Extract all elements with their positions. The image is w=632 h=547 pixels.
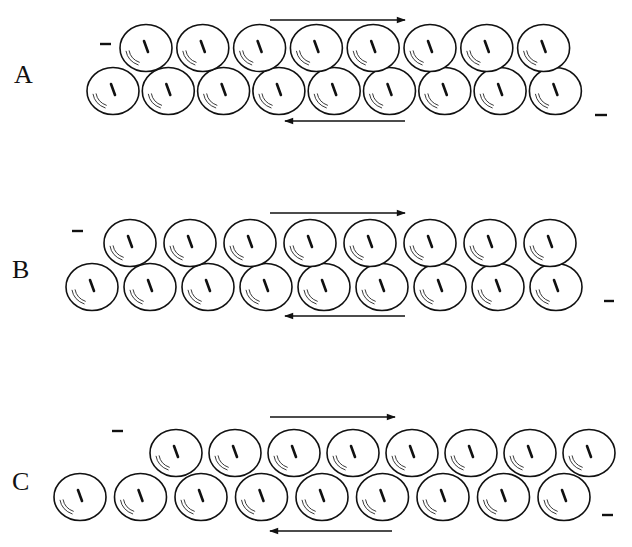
sphere (504, 430, 556, 477)
sphere (461, 25, 513, 72)
sphere (472, 264, 524, 311)
panel-letter: B (12, 257, 29, 283)
sphere (120, 25, 172, 72)
sphere-panel (66, 213, 614, 316)
end-dash (112, 430, 123, 432)
sphere (290, 25, 342, 72)
shear-arrow (285, 120, 405, 121)
sphere (356, 264, 408, 311)
sphere (296, 474, 348, 521)
sphere (175, 474, 227, 521)
sphere (357, 474, 409, 521)
sphere (87, 68, 139, 115)
sphere (209, 430, 261, 477)
sphere (182, 264, 234, 311)
sphere (563, 430, 615, 477)
shear-arrow (270, 530, 392, 531)
sphere (464, 220, 516, 267)
shear-arrow (285, 315, 405, 316)
sphere (115, 474, 167, 521)
end-dash (604, 300, 614, 302)
sphere (284, 220, 336, 267)
sphere (529, 68, 581, 115)
sphere (419, 68, 471, 115)
end-dash (595, 114, 607, 116)
sphere (327, 430, 379, 477)
sphere (404, 220, 456, 267)
sphere (66, 264, 118, 311)
end-dash (100, 43, 111, 45)
sphere-panel (87, 20, 607, 121)
sphere (142, 68, 194, 115)
sphere (538, 474, 590, 521)
sphere (268, 430, 320, 477)
sphere (478, 474, 530, 521)
sphere (414, 264, 466, 311)
sphere (347, 25, 399, 72)
sphere (524, 220, 576, 267)
sphere (177, 25, 229, 72)
sphere (386, 430, 438, 477)
sphere (530, 264, 582, 311)
sphere (445, 430, 497, 477)
shear-arrow (270, 19, 405, 20)
sphere (308, 68, 360, 115)
sphere (198, 68, 250, 115)
end-dash (72, 230, 83, 232)
panel-letter: C (12, 469, 29, 495)
sphere (404, 25, 456, 72)
sphere (518, 25, 570, 72)
sphere (124, 264, 176, 311)
sphere-panel (54, 417, 615, 531)
sphere (224, 220, 276, 267)
sphere (417, 474, 469, 521)
panel-letter: A (14, 62, 33, 88)
shear-arrow (270, 212, 405, 213)
shear-arrow (270, 416, 395, 417)
end-dash (602, 514, 613, 516)
sphere (236, 474, 288, 521)
sphere (364, 68, 416, 115)
sphere (240, 264, 292, 311)
sphere (298, 264, 350, 311)
sphere (150, 430, 202, 477)
sphere (164, 220, 216, 267)
sphere (104, 220, 156, 267)
sphere (344, 220, 396, 267)
sphere (54, 474, 106, 521)
sphere (253, 68, 305, 115)
sphere (474, 68, 526, 115)
sphere (234, 25, 286, 72)
